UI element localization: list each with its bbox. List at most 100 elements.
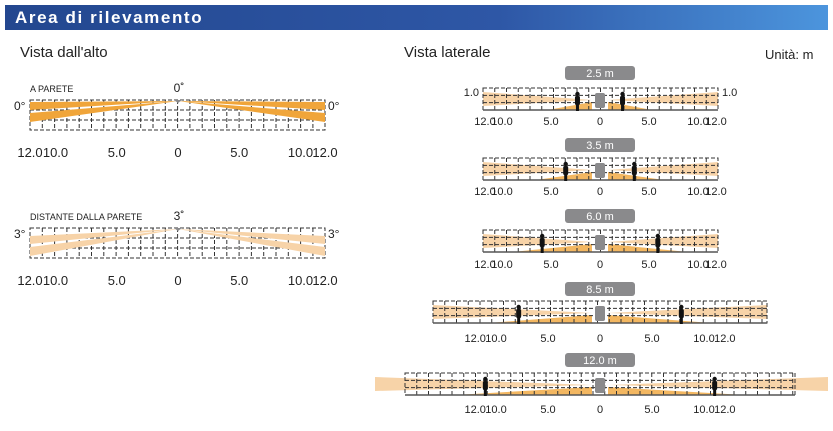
person-head [516, 304, 521, 310]
height-badge-label: 3.5 m [586, 140, 614, 152]
axis-tick-label: 12.0 [474, 259, 495, 271]
detection-beam [178, 101, 325, 110]
side-angle-label-left: 3° [14, 227, 26, 241]
detection-beam [30, 229, 178, 256]
detection-beam [178, 229, 325, 244]
axis-tick-label: 12.0 [474, 186, 495, 198]
unit-label: Unità: m [765, 47, 814, 62]
ground-beam-right [608, 172, 665, 180]
axis-tick-label: 5.0 [108, 145, 126, 160]
side-angle-label-left: 0° [14, 99, 26, 113]
axis-tick-label: 5.0 [644, 404, 659, 416]
axis-tick-label: 12.0 [464, 404, 485, 416]
axis-tick-label: 12.0 [714, 333, 735, 345]
person-icon [563, 161, 569, 181]
sensor-icon [174, 228, 182, 231]
axis-tick-label: 10.0 [43, 273, 68, 288]
detection-beam [178, 229, 325, 256]
person-body [620, 96, 626, 105]
angle-label: 0˚ [174, 81, 185, 95]
height-axis-label-left: 1.0 [464, 87, 479, 99]
axis-tick-label: 10.0 [693, 404, 714, 416]
person-body [516, 309, 522, 318]
detection-grid [482, 229, 719, 253]
person-legs [483, 389, 487, 396]
person-legs [564, 174, 568, 181]
height-badge-label: 8.5 m [586, 284, 614, 296]
top-view-label: A PARETE [30, 84, 73, 94]
person-icon [516, 304, 522, 324]
axis-tick-label: 5.0 [543, 259, 558, 271]
axis-tick-label: 12.0 [474, 116, 495, 128]
person-head [632, 161, 637, 167]
detection-beam [30, 101, 178, 110]
axis-tick-label: 12.0 [312, 273, 337, 288]
axis-tick-label: 10.0 [485, 333, 506, 345]
person-body [631, 166, 637, 175]
light-beam-left [483, 162, 592, 176]
ground-beam-left [535, 172, 592, 180]
axis-tick-label: 0 [597, 186, 603, 198]
person-legs [621, 104, 625, 111]
axis-tick-label: 10.0 [43, 145, 68, 160]
person-icon [539, 233, 545, 253]
axis-tick-label: 12.0 [705, 186, 726, 198]
detection-beam [30, 229, 178, 244]
angle-label: 3˚ [174, 209, 185, 223]
ground-beam-left [547, 102, 592, 110]
axis-tick-label: 5.0 [543, 186, 558, 198]
person-legs [575, 104, 579, 111]
person-legs [713, 389, 717, 396]
height-badge [565, 353, 635, 367]
axis-tick-label: 10.0 [687, 259, 708, 271]
axis-tick-label: 0 [597, 404, 603, 416]
axis-tick-label: 12.0 [714, 404, 735, 416]
axis-tick-label: 5.0 [230, 273, 248, 288]
height-badge-label: 2.5 m [586, 68, 614, 80]
axis-tick-label: 12.0 [705, 116, 726, 128]
top-view-title: Vista dall'alto [20, 44, 108, 61]
person-head [563, 161, 568, 167]
person-head [539, 233, 545, 239]
axis-tick-label: 12.0 [705, 259, 726, 271]
sensor-icon [595, 378, 605, 393]
ground-beam-right [608, 315, 712, 323]
person-head [575, 91, 580, 97]
axis-tick-label: 5.0 [543, 116, 558, 128]
axis-tick-label: 10.0 [485, 404, 506, 416]
height-badge [565, 282, 635, 296]
axis-tick-label: 12.0 [464, 333, 485, 345]
height-badge [565, 66, 635, 80]
height-axis-label-right: 1.0 [722, 87, 737, 99]
person-head [712, 376, 717, 382]
height-badge [565, 209, 635, 223]
person-legs [656, 246, 660, 253]
axis-tick-label: 5.0 [540, 333, 555, 345]
person-icon [712, 376, 718, 396]
section-title: Area di rilevamento [15, 8, 204, 27]
axis-tick-label: 0 [597, 333, 603, 345]
axis-tick-label: 5.0 [108, 273, 126, 288]
axis-tick-label: 12.0 [17, 145, 42, 160]
axis-tick-label: 10.0 [687, 186, 708, 198]
person-icon [620, 91, 626, 111]
section-header: Area di rilevamento [5, 5, 828, 30]
axis-tick-label: 5.0 [540, 404, 555, 416]
axis-tick-label: 12.0 [312, 145, 337, 160]
axis-tick-label: 5.0 [230, 145, 248, 160]
sensor-icon [595, 163, 605, 178]
person-legs [632, 174, 636, 181]
sensor-icon [595, 93, 605, 108]
sensor-icon [595, 235, 605, 250]
person-body [482, 381, 488, 390]
person-head [483, 376, 488, 382]
person-icon [574, 91, 580, 111]
person-body [712, 381, 718, 390]
side-angle-label-right: 3° [328, 227, 340, 241]
side-view-title: Vista laterale [404, 44, 491, 61]
axis-tick-label: 10.0 [491, 186, 512, 198]
person-icon [631, 161, 637, 181]
sensor-icon [174, 100, 182, 103]
height-badge-label: 12.0 m [583, 355, 617, 367]
axis-tick-label: 0 [597, 259, 603, 271]
